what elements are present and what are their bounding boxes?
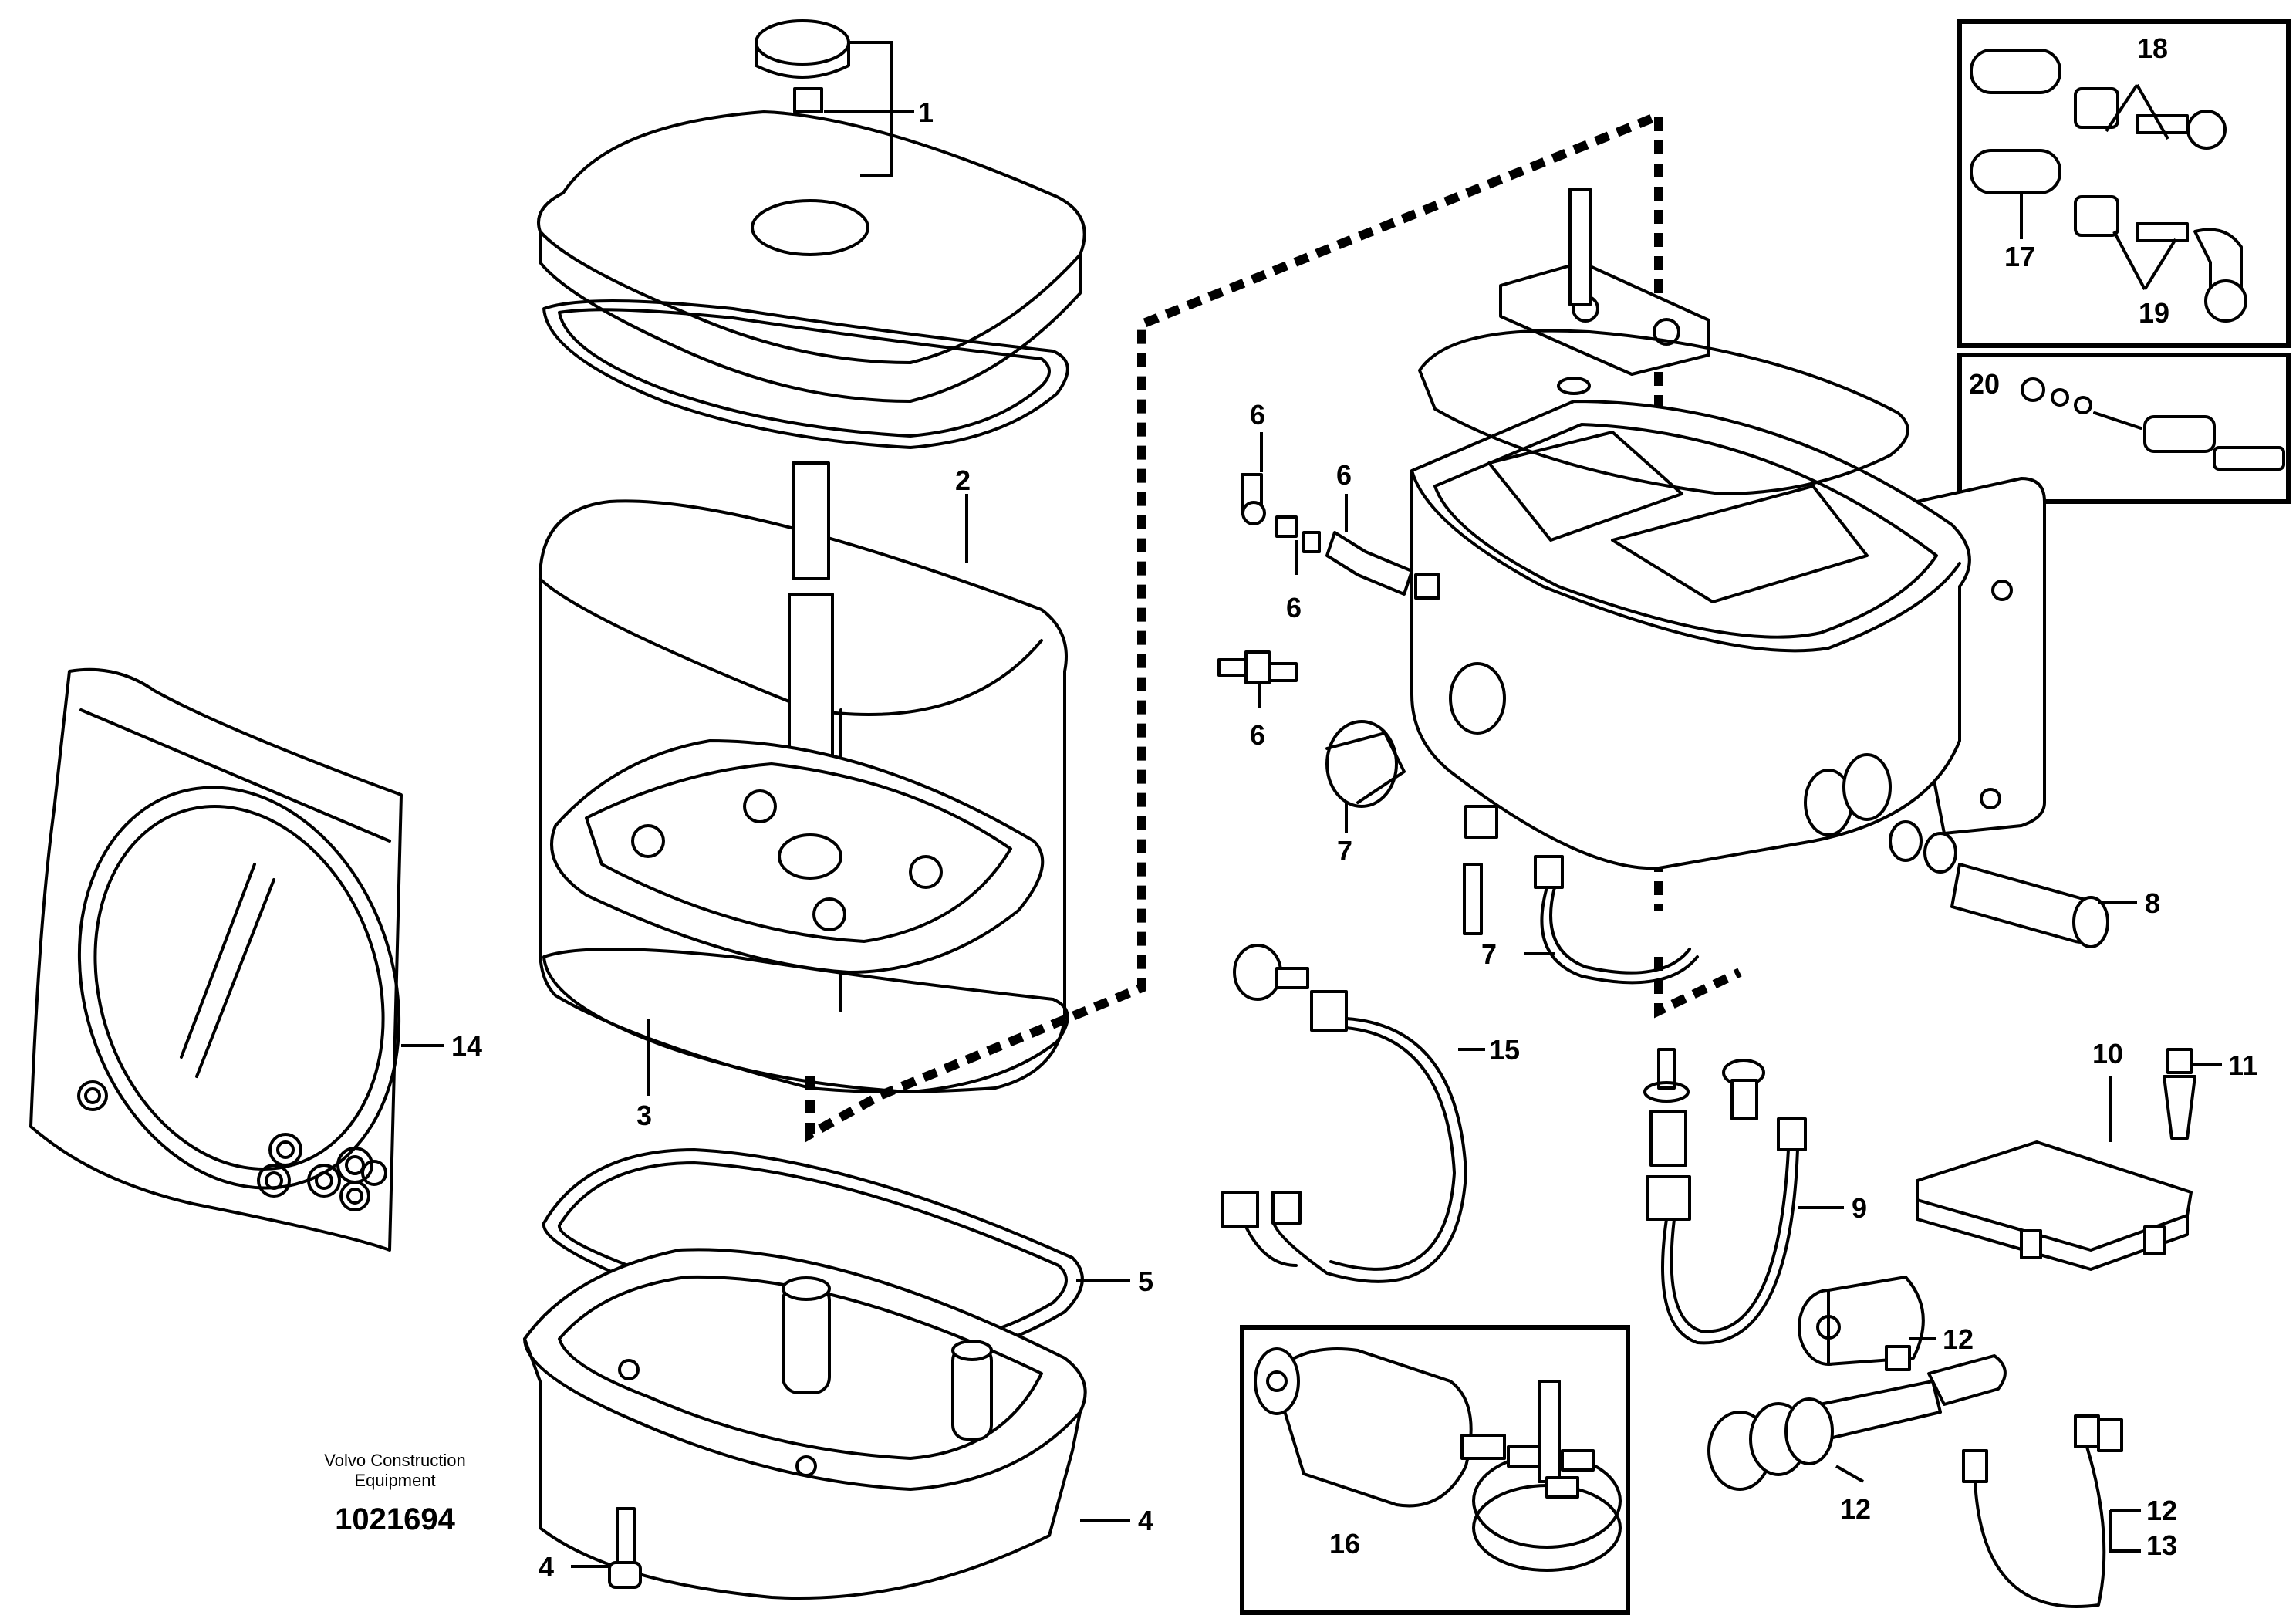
inset-hose-fittings bbox=[1957, 19, 2291, 348]
bolt-part-4 bbox=[608, 1507, 642, 1589]
label-part-1: 1 bbox=[918, 96, 934, 128]
label-part-20: 20 bbox=[1969, 368, 2000, 400]
drawing-footer: Volvo Construction Equipment 1021694 bbox=[324, 1451, 465, 1536]
lid-gasket bbox=[542, 299, 1069, 449]
label-part-17: 17 bbox=[2004, 241, 2035, 272]
circuit-board-part-10 bbox=[1916, 1140, 2193, 1271]
nipple-part-8 bbox=[1889, 820, 2109, 948]
label-part-18: 18 bbox=[2137, 32, 2168, 64]
label-part-12-stem: 12 bbox=[1840, 1493, 1871, 1525]
label-part-14: 14 bbox=[451, 1030, 482, 1062]
label-part-9: 9 bbox=[1852, 1192, 1867, 1224]
label-part-6a: 6 bbox=[1250, 399, 1265, 431]
label-part-6c: 6 bbox=[1286, 592, 1302, 623]
label-part-5: 5 bbox=[1138, 1265, 1153, 1297]
brand-line-2: Equipment bbox=[354, 1471, 435, 1490]
inset-connector bbox=[1957, 353, 2291, 504]
fittings-part-6 bbox=[1217, 473, 1440, 684]
part-labels: 1 2 3 5 4 4 14 6 6 6 6 7 7 8 9 10 11 15 … bbox=[451, 32, 2257, 1583]
bag-part-14 bbox=[29, 667, 403, 1252]
label-part-4-bolt: 4 bbox=[539, 1551, 554, 1583]
tank-part-2 bbox=[539, 461, 1068, 1093]
connector-part-11 bbox=[2163, 1048, 2196, 1140]
assembly-boundary-lower bbox=[1654, 957, 1742, 1019]
base-part-4 bbox=[523, 1248, 1087, 1600]
brand-line-1: Volvo Construction bbox=[324, 1451, 465, 1470]
label-part-6b: 6 bbox=[1336, 459, 1352, 491]
sensor-part-9 bbox=[1643, 1048, 1807, 1345]
label-part-8: 8 bbox=[2145, 887, 2160, 919]
label-part-2: 2 bbox=[955, 465, 971, 496]
housing-assembly bbox=[1410, 188, 2046, 870]
label-part-11: 11 bbox=[2228, 1049, 2257, 1081]
label-part-3: 3 bbox=[636, 1100, 652, 1131]
label-part-16: 16 bbox=[1329, 1528, 1360, 1559]
assembly-boundary bbox=[805, 109, 1663, 1143]
inset-pump-part-16 bbox=[1240, 1325, 1630, 1615]
plug-part-7 bbox=[1325, 720, 1498, 935]
label-part-13: 13 bbox=[2146, 1529, 2177, 1561]
label-part-7-plug: 7 bbox=[1337, 835, 1352, 867]
leader-lines bbox=[401, 41, 2222, 1568]
label-part-15: 15 bbox=[1489, 1034, 1520, 1066]
label-part-12-solenoid: 12 bbox=[1943, 1323, 1974, 1355]
label-part-7-cable: 7 bbox=[1481, 938, 1497, 970]
drawing-number: 1021694 bbox=[335, 1502, 455, 1536]
label-part-4-base: 4 bbox=[1138, 1505, 1153, 1536]
label-part-10: 10 bbox=[2092, 1038, 2123, 1070]
solenoid-part-12 bbox=[1707, 1276, 2123, 1608]
tank-gasket-part-3 bbox=[542, 948, 1069, 1093]
label-part-6d: 6 bbox=[1250, 719, 1265, 751]
sensor-cable-part-7 bbox=[1534, 855, 1699, 985]
cable-part-15 bbox=[1221, 944, 1467, 1283]
label-part-12-cable: 12 bbox=[2146, 1495, 2177, 1526]
lid-assembly-part-1 bbox=[537, 19, 1086, 403]
label-part-19: 19 bbox=[2139, 297, 2169, 329]
